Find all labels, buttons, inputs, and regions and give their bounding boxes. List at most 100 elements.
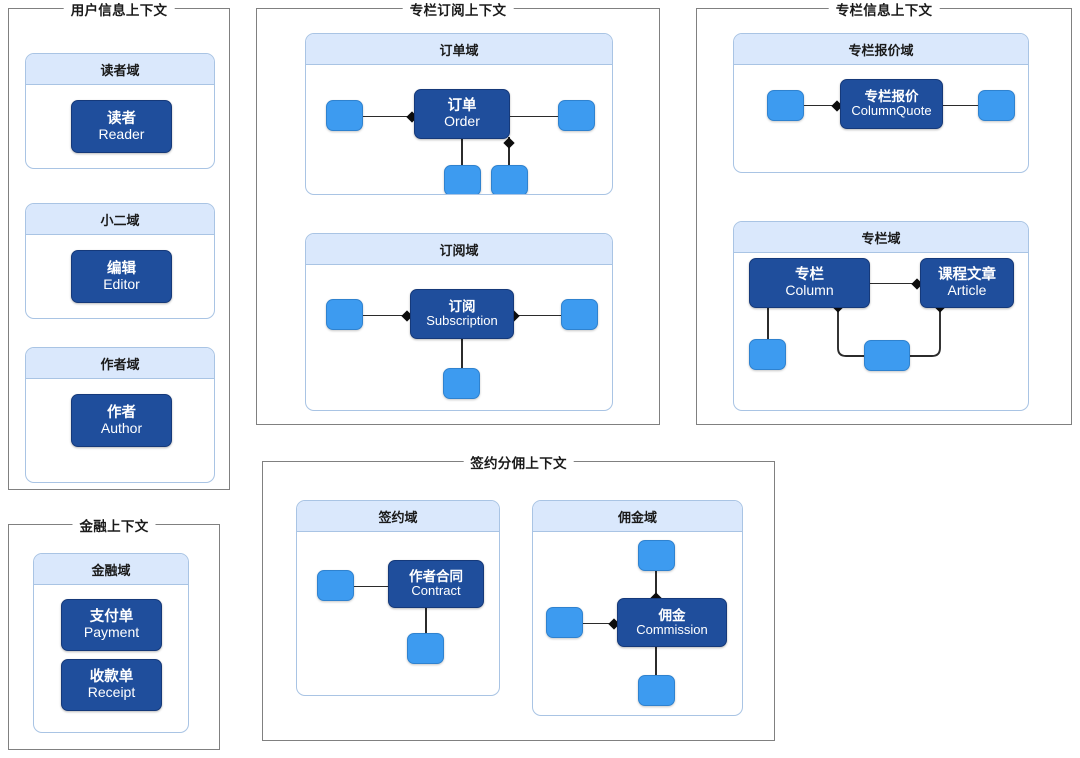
context-contract-commission: 签约分佣上下文 签约域 作者合同 Contract 佣金域	[262, 452, 775, 741]
connector-quote-right	[943, 104, 980, 107]
connector-order-left	[358, 115, 415, 118]
entity-label-en: Reader	[98, 125, 145, 142]
connector-subscription-bottom	[461, 336, 463, 371]
entity-label-cn: 读者	[107, 110, 136, 127]
domain-title: 佣金域	[533, 501, 742, 532]
domain-author: 作者域 作者 Author	[25, 347, 215, 483]
connector-contract-left	[353, 585, 388, 588]
context-title: 用户信息上下文	[63, 0, 175, 19]
domain-title: 作者域	[26, 348, 214, 379]
connector-subscription-right	[514, 314, 566, 317]
entity-shared-satellite[interactable]	[864, 340, 910, 371]
entity-commission[interactable]: 佣金 Commission	[617, 598, 727, 647]
context-column-subscription: 专栏订阅上下文 订单域 订单 Order 订阅域	[256, 0, 660, 425]
connector-commission-top	[655, 570, 657, 602]
entity-label-cn: 课程文章	[938, 267, 996, 284]
entity-quote-satellite-left[interactable]	[767, 90, 804, 121]
entity-commission-satellite-top[interactable]	[638, 540, 675, 571]
entity-subscription-satellite-left[interactable]	[326, 299, 363, 330]
domain-title: 签约域	[297, 501, 499, 532]
connector-commission-left	[580, 622, 617, 625]
entity-author[interactable]: 作者 Author	[71, 394, 172, 447]
entity-label-cn: 编辑	[107, 260, 136, 277]
entity-label-cn: 作者	[107, 404, 136, 421]
entity-column-satellite[interactable]	[749, 339, 786, 370]
entity-order[interactable]: 订单 Order	[414, 89, 510, 139]
entity-column-quote[interactable]: 专栏报价 ColumnQuote	[840, 79, 943, 129]
entity-label-en: Contract	[411, 583, 461, 599]
entity-order-satellite-bottom-1[interactable]	[444, 165, 481, 194]
entity-label-cn: 支付单	[89, 609, 134, 626]
entity-label-en: Receipt	[87, 684, 136, 701]
entity-label-cn: 专栏	[795, 267, 824, 284]
entity-label-en: Order	[444, 113, 480, 130]
entity-receipt[interactable]: 收款单 Receipt	[61, 659, 162, 711]
entity-label-cn: 订单	[447, 98, 477, 115]
domain-title: 订单域	[306, 34, 612, 65]
context-title: 专栏订阅上下文	[402, 0, 514, 19]
domain-title: 订阅域	[306, 234, 612, 265]
domain-order: 订单域 订单 Order	[305, 33, 613, 195]
entity-label-cn: 作者合同	[409, 569, 463, 585]
context-title: 金融上下文	[72, 515, 156, 535]
domain-title: 专栏域	[734, 222, 1028, 253]
connector-order-bottom-left	[461, 137, 463, 169]
context-user-info: 用户信息上下文 读者域 读者 Reader 小二域 编辑 Editor 作者域 …	[8, 0, 230, 490]
entity-editor[interactable]: 编辑 Editor	[71, 250, 172, 303]
connector-subscription-left	[358, 314, 410, 317]
domain-commission: 佣金域 佣金 Commission	[532, 500, 743, 716]
domain-column: 专栏域 专栏 Column 课程文章 Article	[733, 221, 1029, 411]
connector-column-satellite	[767, 305, 769, 339]
domain-reader: 读者域 读者 Reader	[25, 53, 215, 169]
connector-commission-bottom	[655, 646, 657, 676]
domain-finance: 金融域 支付单 Payment 收款单 Receipt	[33, 553, 189, 733]
context-finance: 金融上下文 金融域 支付单 Payment 收款单 Receipt	[8, 515, 220, 750]
entity-payment[interactable]: 支付单 Payment	[61, 599, 162, 651]
entity-label-en: Column	[785, 282, 834, 299]
entity-order-satellite-bottom-2[interactable]	[491, 165, 528, 194]
entity-label-en: Editor	[103, 275, 140, 292]
connector-column-article	[870, 282, 920, 285]
entity-commission-satellite-left[interactable]	[546, 607, 583, 638]
entity-column[interactable]: 专栏 Column	[749, 258, 870, 308]
entity-label-cn: 专栏报价	[864, 89, 919, 105]
domain-title: 读者域	[26, 54, 214, 85]
domain-staff: 小二域 编辑 Editor	[25, 203, 215, 319]
entity-label-en: Commission	[636, 621, 708, 637]
entity-label-cn: 佣金	[658, 607, 686, 623]
connector-shared-satellite-routes	[837, 306, 941, 357]
entity-label-en: Article	[947, 282, 987, 299]
domain-title: 专栏报价域	[734, 34, 1028, 65]
entity-contract-satellite-left[interactable]	[317, 570, 354, 601]
entity-label-cn: 收款单	[89, 669, 134, 686]
entity-subscription-satellite-bottom[interactable]	[443, 368, 480, 399]
domain-column-quote: 专栏报价域 专栏报价 ColumnQuote	[733, 33, 1029, 173]
entity-label-en: Subscription	[426, 313, 498, 329]
connector-quote-left	[802, 104, 840, 107]
context-title: 专栏信息上下文	[828, 0, 940, 19]
context-title: 签约分佣上下文	[463, 452, 574, 472]
domain-title: 小二域	[26, 204, 214, 235]
entity-label-en: Payment	[83, 624, 140, 641]
entity-label-cn: 订阅	[448, 299, 476, 315]
domain-contract: 签约域 作者合同 Contract	[296, 500, 500, 696]
entity-commission-satellite-bottom[interactable]	[638, 675, 675, 706]
entity-label-en: ColumnQuote	[851, 103, 932, 119]
domain-subscription: 订阅域 订阅 Subscription	[305, 233, 613, 411]
entity-article[interactable]: 课程文章 Article	[920, 258, 1014, 308]
context-column-info: 专栏信息上下文 专栏报价域 专栏报价 ColumnQuote 专栏域	[696, 0, 1072, 425]
entity-contract[interactable]: 作者合同 Contract	[388, 560, 484, 608]
connector-order-bottom-right	[508, 137, 510, 169]
connector-order-right	[510, 115, 563, 118]
entity-subscription-satellite-right[interactable]	[561, 299, 598, 330]
entity-order-satellite-left[interactable]	[326, 100, 363, 131]
aggregation-diamond	[503, 137, 515, 149]
entity-contract-satellite-bottom[interactable]	[407, 633, 444, 664]
entity-label-en: Author	[100, 419, 143, 436]
entity-order-satellite-right[interactable]	[558, 100, 595, 131]
entity-reader[interactable]: 读者 Reader	[71, 100, 172, 153]
entity-quote-satellite-right[interactable]	[978, 90, 1015, 121]
entity-subscription[interactable]: 订阅 Subscription	[410, 289, 514, 339]
connector-contract-bottom	[425, 607, 427, 634]
domain-title: 金融域	[34, 554, 188, 585]
